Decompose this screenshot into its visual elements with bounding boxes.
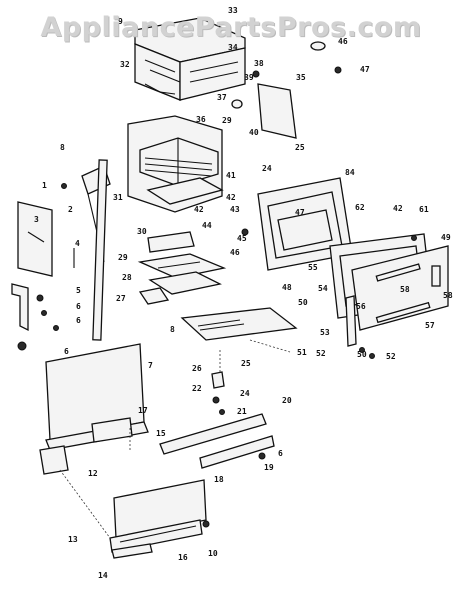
callout-50: 50 — [357, 350, 367, 359]
callout-16: 16 — [178, 553, 188, 562]
callout-32: 32 — [120, 60, 130, 69]
oven-door — [241, 177, 353, 271]
callout-50: 50 — [298, 298, 308, 307]
callout-52: 52 — [316, 349, 326, 358]
callout-6: 6 — [76, 302, 81, 311]
callout-46: 46 — [338, 37, 348, 46]
callout-30: 30 — [137, 227, 147, 236]
callout-62: 62 — [355, 203, 365, 212]
callout-58: 58 — [443, 291, 453, 300]
callout-48: 48 — [282, 283, 292, 292]
kick-rail — [159, 413, 275, 469]
panel-35 — [257, 83, 297, 139]
callout-61: 61 — [419, 205, 429, 214]
callout-57: 57 — [425, 321, 435, 330]
callout-2: 2 — [68, 205, 73, 214]
top-housing — [134, 17, 246, 101]
callout-39: 39 — [244, 73, 254, 82]
callout-58: 58 — [400, 285, 410, 294]
callout-25: 25 — [295, 143, 305, 152]
top-right-parts — [231, 41, 342, 109]
drawer-front — [59, 469, 210, 559]
callout-49: 49 — [441, 233, 451, 242]
callout-19: 19 — [264, 463, 274, 472]
callout-29: 29 — [118, 253, 128, 262]
callout-54: 54 — [318, 284, 328, 293]
callout-21: 21 — [237, 407, 247, 416]
callout-42: 42 — [393, 204, 403, 213]
drawer-tray — [180, 307, 298, 353]
callout-10: 10 — [208, 549, 218, 558]
left-brackets — [11, 248, 75, 351]
callout-55: 55 — [308, 263, 318, 272]
callout-46: 46 — [230, 248, 240, 257]
callout-28: 28 — [122, 273, 132, 282]
callout-41: 41 — [226, 171, 236, 180]
callout-47: 47 — [360, 65, 370, 74]
callout-34: 34 — [228, 43, 238, 52]
broiler-door — [329, 233, 449, 359]
callout-5: 5 — [76, 286, 81, 295]
callout-47: 47 — [295, 208, 305, 217]
callout-52: 52 — [386, 352, 396, 361]
rail-28 — [92, 159, 108, 341]
callout-29: 29 — [222, 116, 232, 125]
callout-24: 24 — [240, 389, 250, 398]
callout-7: 7 — [148, 361, 153, 370]
callout-3: 3 — [34, 215, 39, 224]
callout-31: 31 — [113, 193, 123, 202]
callout-6: 6 — [278, 449, 283, 458]
callout-36: 36 — [196, 115, 206, 124]
callout-42: 42 — [194, 205, 204, 214]
callout-6: 6 — [64, 347, 69, 356]
burner-tray — [137, 231, 227, 305]
callout-27: 27 — [116, 294, 126, 303]
side-panel-1 — [17, 201, 53, 277]
callout-26: 26 — [192, 364, 202, 373]
callout-6: 6 — [76, 316, 81, 325]
callout-42: 42 — [226, 193, 236, 202]
callout-15: 15 — [156, 429, 166, 438]
callout-24: 24 — [262, 164, 272, 173]
callout-9: 9 — [118, 17, 123, 26]
callout-8: 8 — [60, 143, 65, 152]
callout-33: 33 — [228, 6, 238, 15]
callout-44: 44 — [202, 221, 212, 230]
callout-8: 8 — [170, 325, 175, 334]
callout-56: 56 — [356, 302, 366, 311]
callout-43: 43 — [230, 205, 240, 214]
back-panel-7 — [39, 343, 149, 475]
callout-14: 14 — [98, 571, 108, 580]
callout-45: 45 — [237, 234, 247, 243]
callout-12: 12 — [88, 469, 98, 478]
callout-13: 13 — [68, 535, 78, 544]
oven-box — [127, 115, 224, 213]
callout-37: 37 — [217, 93, 227, 102]
callout-18: 18 — [214, 475, 224, 484]
callout-25: 25 — [241, 359, 251, 368]
callout-20: 20 — [282, 396, 292, 405]
callout-40: 40 — [249, 128, 259, 137]
callout-53: 53 — [320, 328, 330, 337]
fasteners-center — [129, 350, 225, 450]
callout-38: 38 — [254, 59, 264, 68]
callout-22: 22 — [192, 384, 202, 393]
callout-84: 84 — [345, 168, 355, 177]
callout-4: 4 — [75, 239, 80, 248]
callout-17: 17 — [138, 406, 148, 415]
callout-51: 51 — [297, 348, 307, 357]
callout-1: 1 — [42, 181, 47, 190]
callout-35: 35 — [296, 73, 306, 82]
